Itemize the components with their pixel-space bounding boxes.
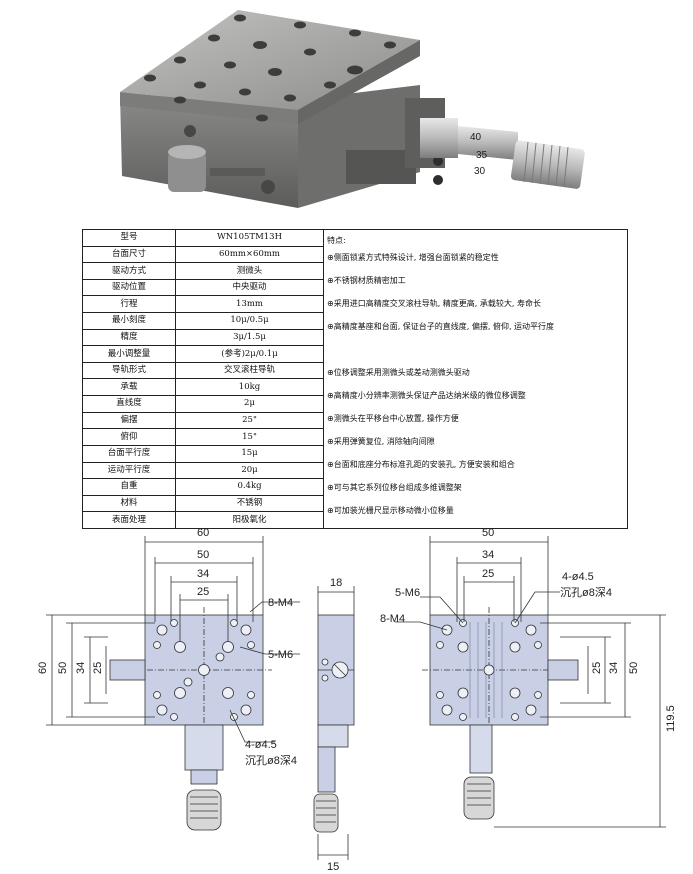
- dim-60-left: 60: [37, 662, 49, 674]
- feature-item: ⊕可与其它系列位移台组成多维调整架: [327, 483, 462, 492]
- spec-label: 行程: [82, 295, 176, 314]
- feature-item: ⊕侧面锁紧方式特殊设计, 增强台面锁紧的稳定性: [327, 253, 499, 262]
- spec-label: 导轨形式: [82, 361, 176, 380]
- spec-value: 交叉滚柱导轨: [175, 361, 324, 380]
- spec-value: 不锈钢: [175, 494, 324, 513]
- feature-item: ⊕高精度基座和台面, 保证台子的直线度, 偏摆, 俯仰, 运动平行度: [327, 322, 555, 331]
- bottom-view-labels: 50 34 25 50 34 25 119.5 5-M6 8-M4 4-ø4.5…: [380, 527, 677, 732]
- spec-value: 20μ: [175, 461, 324, 480]
- product-photo: 40 35 30: [120, 10, 585, 208]
- dim-25-left: 25: [92, 662, 104, 674]
- dim-50-left: 50: [57, 662, 69, 674]
- spec-label: 型号: [82, 229, 176, 247]
- drawing-side-view: [313, 586, 355, 860]
- dim-34-right: 34: [608, 662, 620, 674]
- spec-value: 中央驱动: [175, 278, 324, 297]
- technical-drawings: 60 50 34 25 60 50 34 25 8-M4 5-M6 4-ø4.5…: [37, 527, 677, 873]
- top-holes: [144, 14, 396, 122]
- dim-34-bottom-top: 34: [482, 549, 494, 561]
- spec-row: 型号 WN105TM13H 特点: ⊕侧面锁紧方式特殊设计, 增强台面锁紧的稳定…: [82, 229, 628, 529]
- spec-label: 最小刻度: [82, 312, 176, 330]
- dim-25-bottom-top: 25: [482, 568, 494, 580]
- spec-label: 驱动位置: [82, 278, 176, 297]
- spec-label: 台面尺寸: [82, 245, 176, 264]
- dim-25-top: 25: [197, 586, 209, 598]
- dim-18: 18: [330, 577, 342, 589]
- label-4-d45-bottom: 4-ø4.5: [562, 571, 594, 583]
- spec-label: 精度: [82, 328, 176, 347]
- feature-item: ⊕台面和底座分布标准孔距的安装孔, 方便安装和组合: [327, 460, 515, 469]
- micrometer-scale-40: 40: [470, 132, 482, 143]
- feature-item: ⊕高精度小分辨率测微头保证产品达纳米级的微位移调整: [327, 391, 526, 400]
- dim-50-right: 50: [628, 662, 640, 674]
- micrometer-scale-35: 35: [476, 150, 488, 161]
- spec-label: 俯仰: [82, 428, 176, 446]
- drawing-top-view: [46, 536, 300, 831]
- spec-value: WN105TM13H: [175, 229, 324, 247]
- label-countersink-bottom: 沉孔ø8深4: [560, 586, 612, 599]
- dim-15: 15: [327, 861, 339, 873]
- label-8-m4: 8-M4: [268, 597, 293, 609]
- spec-label: 驱动方式: [82, 262, 176, 280]
- spec-value: 25": [175, 411, 324, 430]
- spec-label: 承载: [82, 378, 176, 397]
- spec-label: 偏摆: [82, 411, 176, 430]
- spec-value: 15μ: [175, 444, 324, 463]
- spec-label: 最小调整量: [82, 345, 176, 363]
- spec-value: 测微头: [175, 262, 324, 280]
- spec-value: 0.4kg: [175, 478, 324, 496]
- label-8-m4-bottom: 8-M4: [380, 613, 405, 625]
- stage-body: [120, 10, 445, 208]
- features-cell: 特点: ⊕侧面锁紧方式特殊设计, 增强台面锁紧的稳定性 ⊕不锈钢材质精密加工 ⊕…: [323, 229, 628, 529]
- spec-value: 10μ/0.5μ: [175, 312, 324, 330]
- label-countersink: 沉孔ø8深4: [245, 754, 297, 767]
- dim-50-bottom-top: 50: [482, 527, 494, 539]
- feature-item: ⊕可加装光栅尺显示移动微小位移量: [327, 506, 454, 515]
- spec-value: 阳极氧化: [175, 511, 324, 529]
- spec-value: 13mm: [175, 295, 324, 314]
- spec-value: 10kg: [175, 378, 324, 397]
- micrometer-head: 40 35 30: [420, 118, 585, 189]
- feature-item: ⊕测微头在平移台中心放置, 操作方便: [327, 414, 459, 423]
- feature-item: ⊕采用弹簧复位, 消除轴向间隙: [327, 437, 435, 446]
- feature-item: ⊕位移调整采用测微头或差动测微头驱动: [327, 368, 470, 377]
- dim-34-left: 34: [75, 662, 87, 674]
- label-4-d45: 4-ø4.5: [245, 739, 277, 751]
- dim-50-top: 50: [197, 549, 209, 561]
- spec-value: 15": [175, 428, 324, 446]
- spec-value: (参考)2μ/0.1μ: [175, 345, 324, 363]
- spec-label: 运动平行度: [82, 461, 176, 480]
- dim-25-right: 25: [591, 662, 603, 674]
- spec-row: 表面处理阳极氧化: [82, 511, 628, 529]
- drawing-bottom-view: [395, 536, 666, 828]
- spec-label: 自重: [82, 478, 176, 496]
- spec-label: 直线度: [82, 395, 176, 413]
- side-view-labels: 18 15: [327, 577, 342, 873]
- dim-34-top: 34: [197, 568, 209, 580]
- label-5-m6: 5-M6: [268, 649, 293, 661]
- micrometer-scale-30: 30: [474, 166, 486, 177]
- spec-value: 60mm×60mm: [175, 245, 324, 264]
- features-title: 特点:: [327, 236, 346, 245]
- dim-60-top: 60: [197, 527, 209, 539]
- spec-value: 2μ: [175, 395, 324, 413]
- spec-label: 台面平行度: [82, 444, 176, 463]
- feature-item: ⊕不锈钢材质精密加工: [327, 276, 406, 285]
- spec-table: 型号 WN105TM13H 特点: ⊕侧面锁紧方式特殊设计, 增强台面锁紧的稳定…: [82, 229, 628, 529]
- spec-value: 3μ/1.5μ: [175, 328, 324, 347]
- feature-item: ⊕采用进口高精度交叉滚柱导轨, 精度更高, 承载较大, 寿命长: [327, 299, 541, 308]
- top-view-labels: 60 50 34 25 60 50 34 25 8-M4 5-M6 4-ø4.5…: [37, 527, 297, 767]
- dim-119-5: 119.5: [665, 705, 677, 732]
- label-5-m6-bottom: 5-M6: [395, 587, 420, 599]
- spec-label: 材料: [82, 494, 176, 513]
